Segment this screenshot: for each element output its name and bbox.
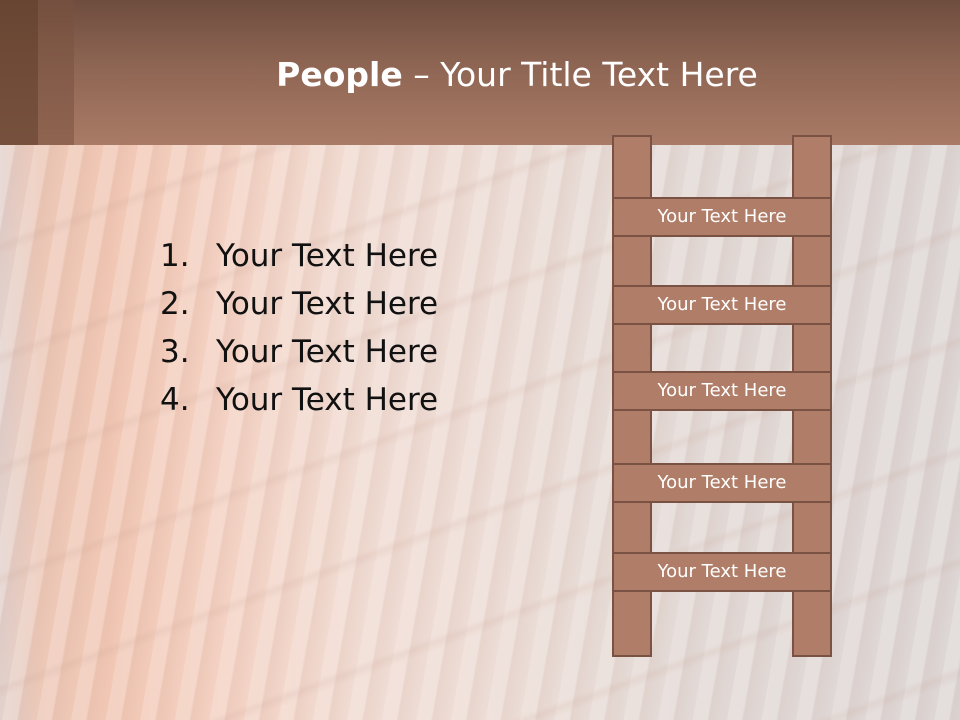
- slide-title: People – Your Title Text Here: [74, 52, 960, 98]
- list-item: 3. Your Text Here: [160, 328, 438, 376]
- list-number: 2.: [160, 286, 190, 322]
- title-bold: People: [276, 55, 403, 94]
- accent-column: [0, 0, 38, 145]
- list-number: 3.: [160, 334, 190, 370]
- accent-column: [38, 0, 74, 145]
- list-item: 1. Your Text Here: [160, 232, 438, 280]
- ladder-rung-4: Your Text Here: [612, 463, 832, 503]
- list-item: 4. Your Text Here: [160, 376, 438, 424]
- title-band: [0, 0, 960, 145]
- list-number: 4.: [160, 382, 190, 418]
- ladder-rung-1: Your Text Here: [612, 197, 832, 237]
- list-text: Your Text Here: [216, 382, 439, 418]
- list-text: Your Text Here: [216, 286, 439, 322]
- list-text: Your Text Here: [216, 238, 439, 274]
- list-item: 2. Your Text Here: [160, 280, 438, 328]
- ladder-rung-2: Your Text Here: [612, 285, 832, 325]
- title-text: – Your Title Text Here: [402, 55, 758, 94]
- ladder-rung-3: Your Text Here: [612, 371, 832, 411]
- ladder-rung-5: Your Text Here: [612, 552, 832, 592]
- list-text: Your Text Here: [216, 334, 439, 370]
- numbered-list: 1. Your Text Here 2. Your Text Here 3. Your…: [160, 232, 438, 424]
- list-number: 1.: [160, 238, 190, 274]
